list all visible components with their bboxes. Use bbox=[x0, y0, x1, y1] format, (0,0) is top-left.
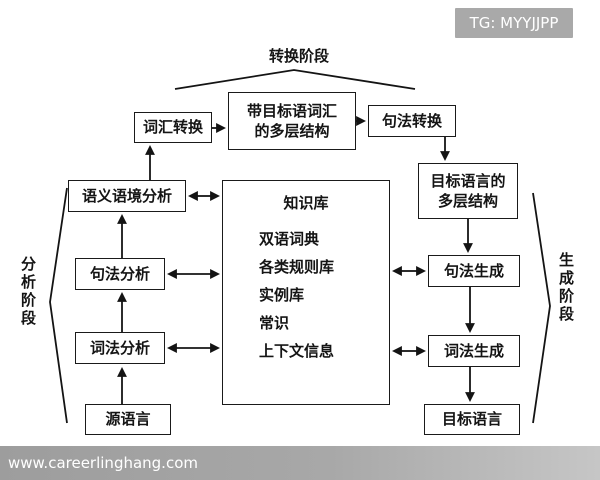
node-target-vocab-structure: 带目标语词汇 的多层结构 bbox=[228, 92, 356, 150]
phase-label-analysis: 分析阶段 bbox=[19, 256, 37, 328]
node-target-lang-structure-line2: 多层结构 bbox=[437, 192, 498, 210]
node-knowledge-base: 知识库 双语词典 各类规则库 实例库 常识 上下文信息 bbox=[222, 180, 390, 405]
node-lexical-generation: 词法生成 bbox=[428, 335, 520, 367]
node-target-vocab-structure-line1: 带目标语词汇 bbox=[246, 101, 337, 120]
phase-label-transfer: 转换阶段 bbox=[268, 47, 329, 65]
node-target-lang-structure: 目标语言的 多层结构 bbox=[418, 163, 518, 219]
node-target-vocab-structure-line2: 的多层结构 bbox=[254, 122, 330, 140]
node-syntactic-analysis: 句法分析 bbox=[75, 258, 165, 290]
knowledge-base-item: 上下文信息 bbox=[259, 342, 335, 360]
knowledge-base-title: 知识库 bbox=[283, 194, 329, 212]
phase-label-generation: 生成阶段 bbox=[557, 252, 575, 324]
node-semantic-context-analysis: 语义语境分析 bbox=[68, 180, 186, 212]
node-source-language: 源语言 bbox=[85, 404, 171, 435]
node-lexical-analysis: 词法分析 bbox=[75, 332, 165, 364]
knowledge-base-item: 常识 bbox=[259, 314, 290, 332]
knowledge-base-item: 双语词典 bbox=[259, 230, 320, 248]
knowledge-base-item: 各类规则库 bbox=[259, 258, 335, 276]
analysis-phase-brace bbox=[49, 187, 68, 424]
site-watermark-bar: www.careerlinghang.com bbox=[0, 446, 600, 480]
node-syntactic-transfer: 句法转换 bbox=[368, 105, 456, 137]
node-lexical-transfer: 词汇转换 bbox=[134, 112, 212, 143]
generation-phase-brace bbox=[532, 192, 551, 424]
node-target-lang-structure-line1: 目标语言的 bbox=[430, 171, 506, 190]
node-target-language: 目标语言 bbox=[424, 404, 520, 435]
knowledge-base-items: 双语词典 各类规则库 实例库 常识 上下文信息 bbox=[259, 225, 334, 365]
tg-watermark-badge: TG: MYYJJPP bbox=[455, 8, 573, 38]
site-watermark-text: www.careerlinghang.com bbox=[8, 454, 198, 472]
node-syntactic-generation: 句法生成 bbox=[428, 255, 520, 287]
knowledge-base-item: 实例库 bbox=[259, 286, 305, 304]
transfer-phase-brace bbox=[174, 69, 416, 90]
